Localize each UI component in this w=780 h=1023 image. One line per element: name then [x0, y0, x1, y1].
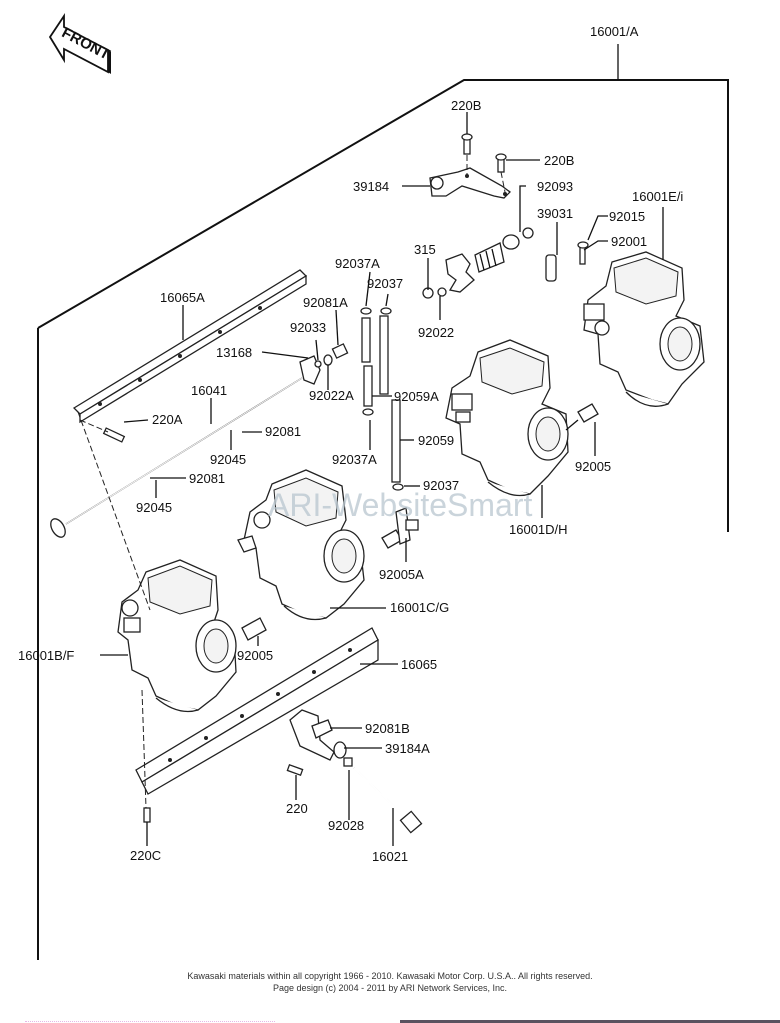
label-315[interactable]: 315 — [414, 242, 436, 257]
label-92033[interactable]: 92033 — [290, 320, 326, 335]
label-92015[interactable]: 92015 — [609, 209, 645, 224]
label-92081A[interactable]: 92081A — [303, 295, 348, 310]
copyright-line-2: Page design (c) 2004 - 2011 by ARI Netwo… — [273, 983, 507, 993]
label-16001E[interactable]: 16001E/i — [632, 189, 683, 204]
assembly-frame — [37, 44, 729, 960]
carburetor-16001B-part — [117, 559, 237, 713]
label-92022[interactable]: 92022 — [418, 325, 454, 340]
label-92093[interactable]: 92093 — [537, 179, 573, 194]
label-92081-lower[interactable]: 92081 — [189, 471, 225, 486]
bottom-dotted-divider — [25, 1021, 275, 1022]
label-13168[interactable]: 13168 — [216, 345, 252, 360]
watermark: ARI-WebsiteSmart — [268, 487, 532, 523]
label-92037A-bottom[interactable]: 92037A — [332, 452, 377, 467]
front-arrow-icon: FRONT — [48, 13, 113, 74]
label-16001C[interactable]: 16001C/G — [390, 600, 449, 615]
copyright-line-1: Kawasaki materials within all copyright … — [187, 971, 593, 981]
label-39184[interactable]: 39184 — [353, 179, 389, 194]
label-220A[interactable]: 220A — [152, 412, 183, 427]
bracket-39184-part — [429, 167, 511, 199]
label-92037-bottom[interactable]: 92037 — [423, 478, 459, 493]
label-92059A[interactable]: 92059A — [394, 389, 439, 404]
lever-assembly-part — [314, 343, 349, 368]
label-220[interactable]: 220 — [286, 801, 308, 816]
label-92001[interactable]: 92001 — [611, 234, 647, 249]
label-92037A-top[interactable]: 92037A — [335, 256, 380, 271]
throttle-spring-assembly — [422, 227, 589, 299]
hose-parts — [360, 307, 404, 491]
label-16041[interactable]: 16041 — [191, 383, 227, 398]
label-16021[interactable]: 16021 — [372, 849, 408, 864]
leader-lines — [77, 112, 664, 846]
label-92005-right[interactable]: 92005 — [575, 459, 611, 474]
fuel-joint-parts — [241, 403, 599, 641]
carburetor-16001D-part — [445, 339, 569, 497]
label-92045-lower[interactable]: 92045 — [136, 500, 172, 515]
label-16001B[interactable]: 16001B/F — [18, 648, 74, 663]
label-16065A[interactable]: 16065A — [160, 290, 205, 305]
label-92037-top[interactable]: 92037 — [367, 276, 403, 291]
rail-16065A-part — [72, 269, 308, 443]
parts-diagram: FRONT — [18, 13, 729, 960]
copyright-footer: Kawasaki materials within all copyright … — [0, 970, 780, 994]
label-92005A[interactable]: 92005A — [379, 567, 424, 582]
rail-16065-part — [135, 627, 379, 795]
label-220B-right[interactable]: 220B — [544, 153, 574, 168]
label-39031[interactable]: 39031 — [537, 206, 573, 221]
label-16065[interactable]: 16065 — [401, 657, 437, 672]
label-92081-upper[interactable]: 92081 — [265, 424, 301, 439]
label-16001D[interactable]: 16001D/H — [509, 522, 568, 537]
label-220B-top[interactable]: 220B — [451, 98, 481, 113]
carburetor-16001C-part — [237, 469, 365, 621]
label-220C[interactable]: 220C — [130, 848, 161, 863]
label-92081B[interactable]: 92081B — [365, 721, 410, 736]
label-92059[interactable]: 92059 — [418, 433, 454, 448]
label-16001-A[interactable]: 16001/A — [590, 24, 639, 39]
screw-220B-part — [461, 133, 507, 193]
carburetor-16001E-part — [583, 251, 705, 407]
bottom-bar — [400, 1020, 780, 1023]
label-39184A[interactable]: 39184A — [385, 741, 430, 756]
label-92005-left[interactable]: 92005 — [237, 648, 273, 663]
adjuster-bracket-part — [141, 689, 423, 834]
label-92022A[interactable]: 92022A — [309, 388, 354, 403]
label-92028[interactable]: 92028 — [328, 818, 364, 833]
label-92045-upper[interactable]: 92045 — [210, 452, 246, 467]
